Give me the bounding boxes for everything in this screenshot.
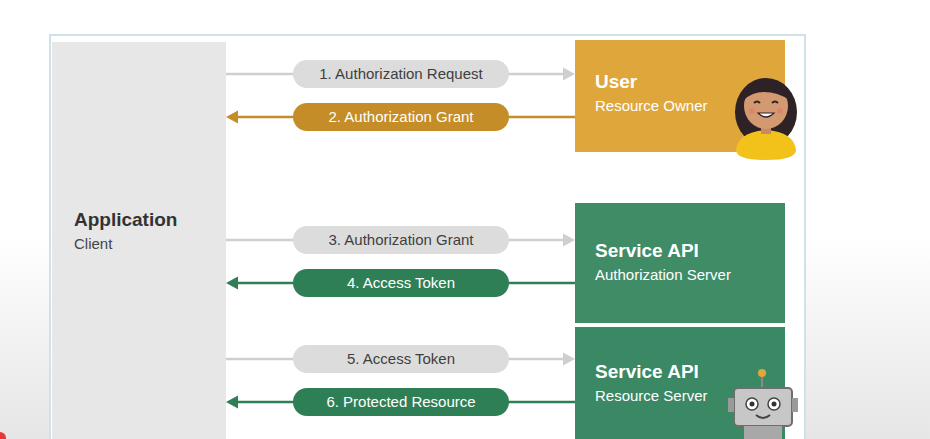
arrow-head	[563, 68, 575, 81]
edge-label-pill: 4. Access Token	[293, 269, 509, 297]
edge-label-pill: 5. Access Token	[293, 345, 509, 373]
edge-label: 4. Access Token	[347, 274, 455, 292]
process-box: Service APIAuthorization Server	[575, 203, 785, 323]
box-title: Service API	[595, 360, 773, 384]
process-box: UserResource Owner	[575, 40, 785, 152]
edge-label: 3. Authorization Grant	[328, 231, 473, 249]
box-subtitle: Authorization Server	[595, 265, 773, 285]
box-subtitle: Resource Owner	[595, 96, 773, 116]
box-title: User	[595, 70, 773, 94]
arrow-head	[226, 277, 238, 290]
box-title: Application	[74, 208, 214, 232]
edge-label: 6. Protected Resource	[326, 393, 475, 411]
edge-label-pill: 2. Authorization Grant	[293, 103, 509, 131]
box-subtitle: Resource Server	[595, 386, 773, 406]
edge-label-pill: 3. Authorization Grant	[293, 226, 509, 254]
edge-label: 2. Authorization Grant	[328, 108, 473, 126]
process-box: Service APIResource Server	[575, 327, 785, 439]
arrow-head	[563, 353, 575, 366]
edge-label: 5. Access Token	[347, 350, 455, 368]
arrow-head	[226, 396, 238, 409]
process-box: ApplicationClient	[52, 42, 226, 439]
box-title: Service API	[595, 239, 773, 263]
box-subtitle: Client	[74, 234, 214, 254]
arrow-head	[226, 111, 238, 124]
edge-label-pill: 6. Protected Resource	[293, 388, 509, 416]
edge-label-pill: 1. Authorization Request	[293, 60, 509, 88]
arrow-head	[563, 234, 575, 247]
edge-label: 1. Authorization Request	[319, 65, 482, 83]
